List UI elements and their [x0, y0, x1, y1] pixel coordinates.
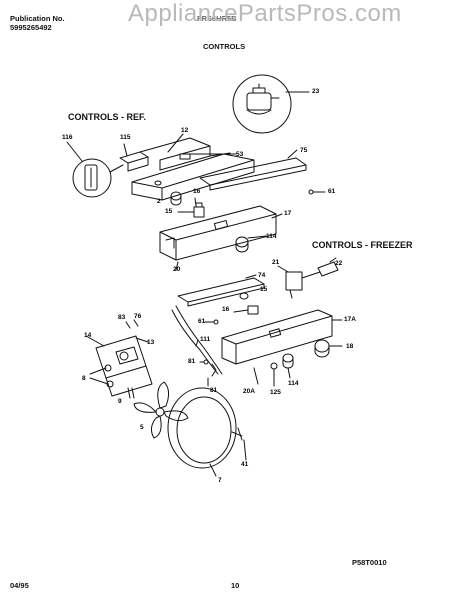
part-label-12: 12 — [181, 127, 189, 134]
knob-116 — [67, 142, 123, 197]
part-label-83: 83 — [118, 314, 126, 321]
screw-61a — [309, 190, 325, 194]
knob-2 — [171, 192, 181, 205]
switch-housing-12 — [120, 134, 210, 171]
clip-81b — [208, 364, 216, 386]
part-label-7: 7 — [218, 477, 222, 484]
part-label-61a: 61 — [328, 188, 336, 195]
wire-harness-111 — [172, 306, 222, 374]
control-housing-17 — [160, 206, 276, 270]
part-label-15a: 15 — [165, 208, 173, 215]
part-label-22: 22 — [335, 260, 343, 267]
cover-74 — [178, 275, 264, 306]
part-label-5: 5 — [140, 424, 144, 431]
motor-shaft-9 — [128, 388, 134, 398]
part-label-76: 76 — [134, 313, 142, 320]
knob-114a — [236, 236, 266, 252]
part-label-74: 74 — [258, 272, 266, 279]
knob-114b — [271, 354, 293, 386]
part-label-81a: 81 — [188, 358, 196, 365]
screw-83 — [126, 320, 138, 328]
part-label-115: 115 — [120, 134, 131, 141]
diagram-code: P58T0010 — [352, 558, 387, 567]
part-label-125: 125 — [270, 389, 281, 396]
fan-shroud-7 — [168, 388, 236, 476]
part-label-15b: 15 — [260, 286, 268, 293]
fan-bracket-13 — [86, 336, 152, 396]
knob-18 — [315, 340, 342, 357]
clip-81a — [200, 360, 208, 364]
publication-date: 04/95 — [10, 581, 29, 590]
part-label-41: 41 — [241, 461, 249, 468]
screw-41 — [232, 428, 246, 460]
watermark: AppliancePartsPros.com — [128, 0, 402, 27]
part-label-61b: 61 — [198, 318, 206, 325]
thermostat-15b — [234, 293, 258, 314]
page-number: 10 — [231, 581, 240, 590]
part-label-17a: 17A — [344, 316, 356, 323]
part-label-9: 9 — [118, 398, 122, 405]
part-label-114a: 114 — [266, 233, 277, 240]
part-label-53: 53 — [236, 151, 244, 158]
part-label-114b: 114 — [288, 380, 299, 387]
bracket-20a — [254, 368, 258, 384]
part-label-23: 23 — [312, 88, 320, 95]
part-label-116: 116 — [62, 134, 73, 141]
cover-75 — [200, 150, 306, 190]
control-panel-53 — [132, 153, 254, 200]
part-label-21: 21 — [272, 259, 280, 266]
part-label-20: 20 — [173, 266, 181, 273]
publication-number: 5995265492 — [10, 23, 52, 32]
section-title: CONTROLS — [203, 42, 246, 51]
fan-blade-5 — [134, 382, 188, 438]
model-number: FRS6HR5B — [197, 14, 237, 23]
grommet-8 — [90, 365, 113, 387]
publication-label: Publication No. — [10, 14, 65, 23]
damper-22 — [318, 258, 338, 276]
part-label-18: 18 — [346, 343, 354, 350]
part-label-111: 111 — [200, 336, 211, 343]
thermostat-15 — [178, 203, 204, 217]
part-label-16b: 16 — [222, 306, 230, 313]
part-label-75: 75 — [300, 147, 308, 154]
part-label-17: 17 — [284, 210, 292, 217]
control-housing-17a — [222, 310, 342, 364]
section-label-freezer: CONTROLS - FREEZER — [312, 240, 413, 250]
part-label-8: 8 — [82, 375, 86, 382]
screw-61b — [205, 320, 218, 324]
part-label-16a: 16 — [193, 188, 201, 195]
thermostat-21 — [278, 266, 320, 290]
section-label-ref: CONTROLS - REF. — [68, 112, 146, 122]
part-label-20a: 20A — [243, 388, 255, 395]
damper-control-23 — [233, 75, 309, 133]
part-label-2: 2 — [157, 198, 161, 205]
part-label-81b: 81 — [210, 387, 218, 394]
part-label-13: 13 — [147, 339, 155, 346]
part-label-14: 14 — [84, 332, 92, 339]
